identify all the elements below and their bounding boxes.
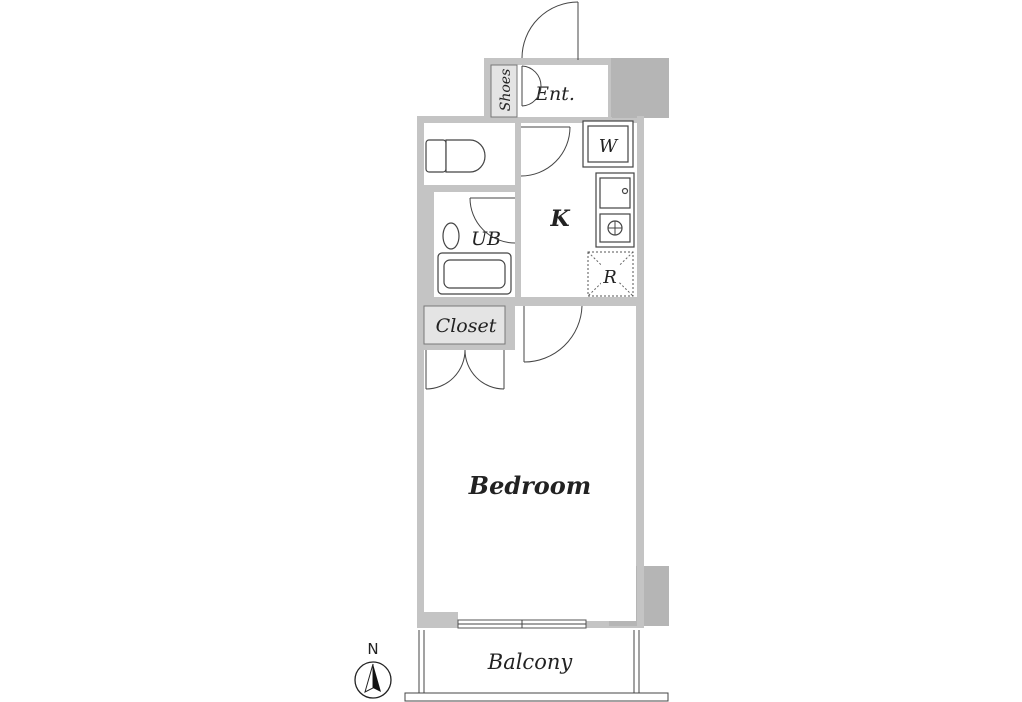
refrigerator-space: [587, 251, 634, 297]
entrance-door[interactable]: [521, 1, 579, 60]
washer-label: W: [599, 136, 619, 157]
toilet: [425, 139, 486, 173]
balcony-window[interactable]: [457, 619, 587, 629]
shoe-cabinet: [490, 64, 518, 118]
kitchen-counter: [595, 172, 635, 248]
bedroom-label: Bedroom: [468, 471, 591, 500]
closet-label: Closet: [436, 315, 497, 337]
unit-bath-label: UB: [471, 228, 501, 250]
entrance-label: Ent.: [534, 83, 575, 105]
closet-doors[interactable]: [425, 349, 505, 390]
washer-space: [582, 120, 634, 168]
balcony: [404, 630, 669, 702]
bath-door[interactable]: [469, 197, 516, 244]
shoes-label: Shoes: [498, 69, 514, 112]
closet: [423, 305, 506, 345]
toilet-door[interactable]: [520, 126, 571, 177]
refrigerator-label: R: [602, 267, 617, 288]
compass: [354, 661, 392, 699]
column-top-right: [611, 58, 669, 118]
kitchen-label: K: [549, 206, 570, 232]
bedroom-door[interactable]: [523, 305, 583, 363]
compass-north-label: N: [367, 640, 378, 658]
interior-walls: [424, 116, 644, 628]
unit-bath: [437, 222, 512, 295]
north-arrow-icon: [373, 664, 381, 692]
balcony-label: Balcony: [487, 650, 574, 674]
